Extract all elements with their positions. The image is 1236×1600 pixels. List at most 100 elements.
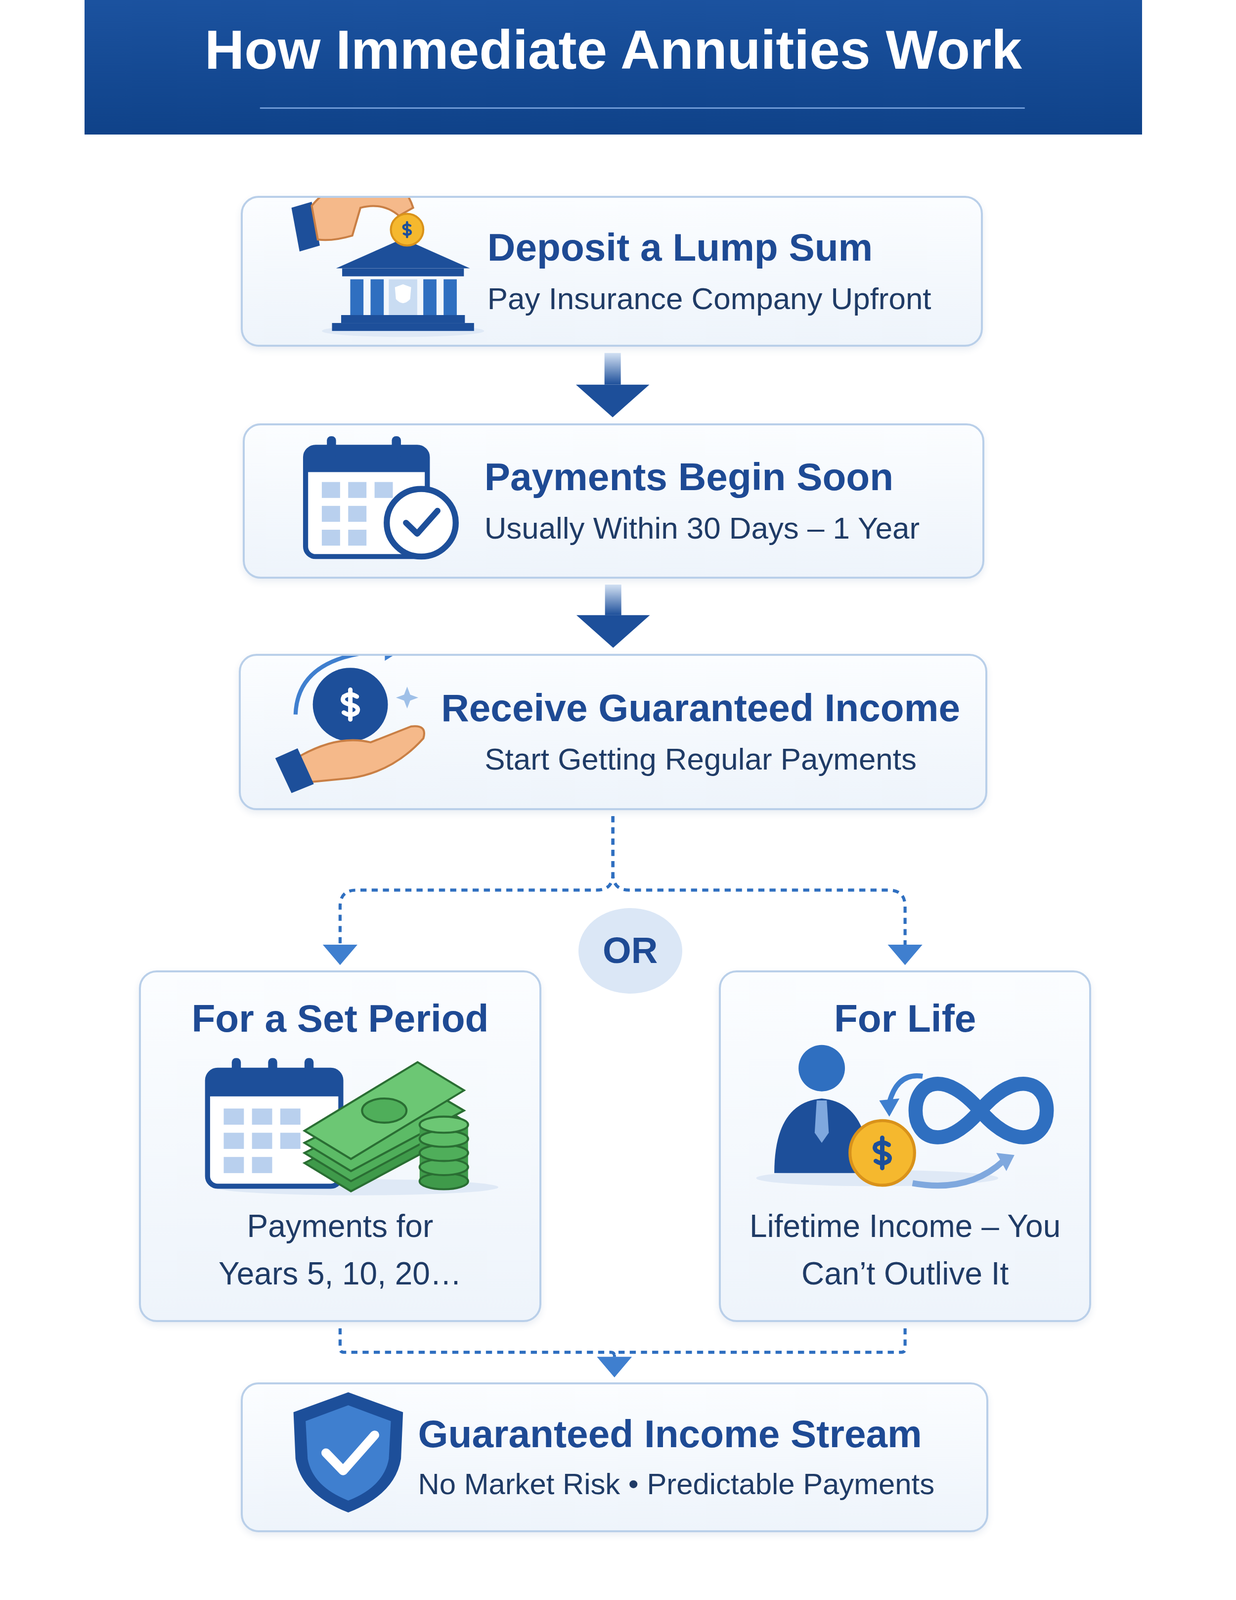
calendar-money-icon-part [267,1057,277,1080]
arrow-head [887,944,923,965]
bank-icon-part [350,279,364,315]
calendar-money-icon-part [231,1057,241,1080]
box-body: Pay Insurance Company Upfront [487,277,932,320]
box-heading: Guaranteed Income Stream [418,1409,923,1458]
income-hand-icon-part [342,689,358,720]
text-group: Guaranteed Income Stream No Market Risk •… [418,1383,977,1530]
lifetime-icon-part [996,1152,1015,1171]
box-heading: Payments Begin Soon [484,452,894,502]
calendar-money-icon-part [251,1156,272,1173]
lifetime-icon-part [875,1137,890,1168]
box-heading: Deposit a Lump Sum [487,223,873,272]
box-body: Lifetime Income – You Can’t Outlive It [741,1202,1070,1298]
box-body: Start Getting Regular Payments [484,738,917,780]
arrow-shaft [605,584,622,616]
arrow-head [597,1356,632,1377]
calendar-clock-icon-part [321,529,341,546]
calendar-clock-icon-part [391,436,401,458]
calendar-money-icon-part [251,1132,272,1149]
connector [576,584,651,648]
calendar-money-icon-part [223,1132,244,1149]
process-box: Deposit a Lump SumPay Insurance Company … [240,195,984,347]
bank-icon-part [342,268,464,277]
bank-icon-part [390,213,424,246]
title-band: How Immediate Annuities Work [84,0,1143,135]
band-rule-part [260,107,1025,109]
text-group: Payments Begin SoonUsually Within 30 Day… [484,425,971,577]
calendar-clock-icon-part [305,446,428,472]
arrow-head [576,615,651,648]
box-body: Usually Within 30 Days – 1 Year [484,507,920,549]
income-hand-icon-part [299,725,425,782]
connector [340,1327,632,1377]
arrow-shaft [604,353,621,385]
calendar-clock-icon-part [405,510,438,534]
text-group: Lifetime Income – You Can’t Outlive It [731,1202,1080,1298]
calendar-money-icon-part [251,1107,272,1125]
box-heading: For a Set Period [191,994,489,1043]
calendar-clock-icon-part [326,436,336,458]
bank-icon-part [403,221,411,237]
box-body: No Market Risk • Predictable Payments [418,1463,935,1504]
dashed-line [340,815,614,945]
text-group: Deposit a Lump SumPay Insurance Company … [487,197,968,345]
income-hand-icon-part [312,667,388,742]
income-hand-icon-part [274,748,314,793]
calendar-clock-icon-part [348,505,367,522]
income-hand-icon-part [396,686,419,709]
choice-pill: OR [578,907,683,994]
dashed-line [340,1327,615,1357]
arrow-head [575,384,650,418]
calendar-clock-icon-part [348,482,367,498]
text-group: For a Set Period [150,994,530,1043]
calendar-clock-icon-part [386,488,456,557]
income-hand-icon-part [384,655,399,661]
calendar-money-icon-part [361,1098,407,1123]
lifetime-icon-part [915,1083,1047,1137]
arrow-head [322,944,358,965]
lifetime-icon-part [879,1098,900,1117]
calendar-clock-icon-part [321,505,341,522]
box-body: Payments for Years 5, 10, 20… [205,1202,476,1298]
process-box: Guaranteed Income Stream No Market Risk •… [240,1381,989,1532]
calendar-clock-icon-part [374,482,394,498]
bank-icon-part [423,279,437,315]
box-heading: For Life [834,994,976,1043]
shield-icon [242,1383,987,1530]
lifetime-icon-part [814,1100,830,1143]
arrow-head [597,1356,632,1377]
bank-icon-part [370,279,384,315]
calendar-money-icon-part [279,1107,301,1125]
process-box: For LifeLifetime Income – You Can’t Outl… [718,970,1092,1323]
income-hand-icon [240,655,986,808]
calendar-money-icon-part [223,1107,244,1125]
calendar-money-icon-part [223,1156,244,1173]
title-text: How Immediate Annuities Work [84,15,1143,85]
connector [597,1327,906,1377]
connector [322,815,614,965]
lifetime-icon-part [798,1044,845,1091]
connector [575,353,650,418]
process-box: For a Set PeriodPayments for Years 5, 10… [138,970,542,1323]
calendar-money-icon-part [419,1115,468,1133]
text-group: Receive Guaranteed IncomeStart Getting R… [426,655,975,808]
calendar-clock-icon-part [321,482,341,498]
bank-icon-part [388,279,417,315]
process-box: Payments Begin SoonUsually Within 30 Day… [242,423,985,579]
calendar-money-icon-part [304,1057,313,1080]
calendar-clock-icon [244,425,983,577]
calendar-money-icon-part [279,1132,301,1149]
text-group: OR [578,907,683,994]
choice-label: OR [602,927,658,974]
process-box: Receive Guaranteed IncomeStart Getting R… [238,653,988,810]
box-heading: Receive Guaranteed Income [441,683,961,733]
bank-icon [242,197,982,345]
shield-icon-part [293,1391,403,1512]
bank-icon-part [331,322,474,331]
bank-icon-part [341,314,465,323]
calendar-clock-icon-part [348,529,367,546]
text-group: For Life [731,994,1080,1043]
dashed-line [614,1327,906,1357]
bank-icon-part [395,284,412,304]
text-group: Payments for Years 5, 10, 20… [150,1202,530,1298]
